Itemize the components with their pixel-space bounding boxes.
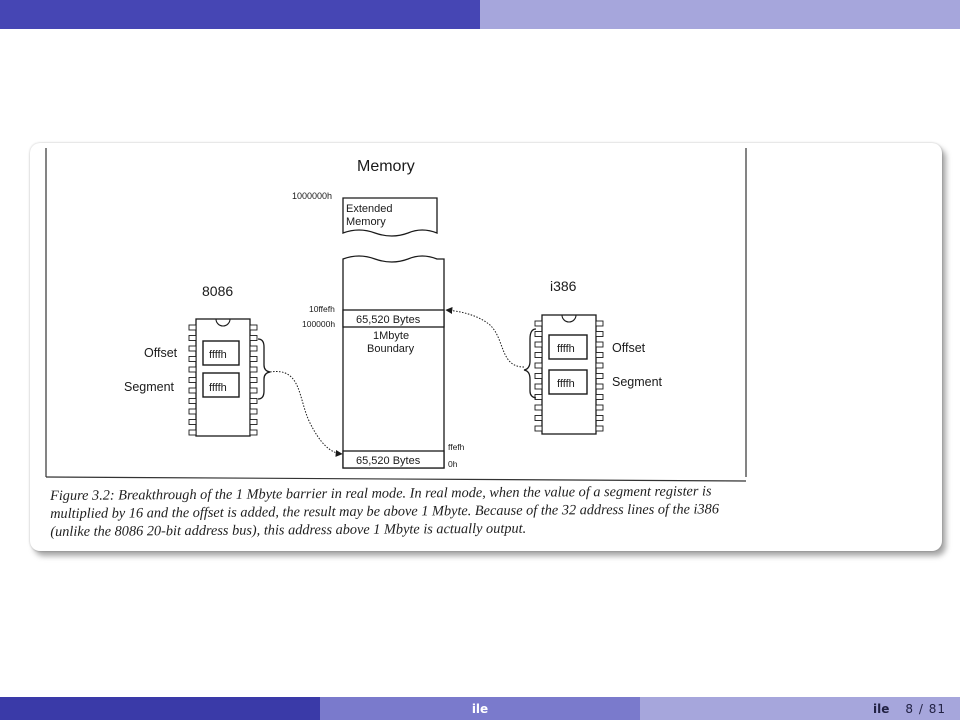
chip-pin — [534, 331, 543, 337]
address-10ffefh: 10ffefh — [309, 304, 335, 314]
cpu-8086-label: 8086 — [202, 283, 233, 299]
chip-pin — [534, 320, 543, 327]
chip-i386-right-pins — [595, 320, 604, 432]
chip-pin — [595, 373, 604, 379]
chip-pin — [249, 356, 258, 362]
offset-label-8086: Offset — [144, 346, 178, 360]
segment-label-i386: Segment — [612, 375, 663, 389]
chip-pin — [534, 362, 543, 369]
chip-pin — [249, 387, 258, 394]
chip-pin — [595, 362, 604, 369]
address-0h: 0h — [448, 459, 458, 469]
chip-8086-right-pins — [249, 324, 258, 436]
page-number[interactable]: 8 / 81 — [905, 701, 946, 716]
footer-left-band — [0, 697, 320, 720]
chip-pin — [249, 345, 258, 352]
footer-bar: ile ile 8 / 81 — [0, 697, 960, 720]
chip-pin — [249, 377, 258, 383]
chip-pin — [249, 335, 258, 341]
chip-pin — [249, 429, 258, 436]
chip-pin — [188, 345, 197, 352]
chip-i386-left-pins — [534, 320, 543, 432]
lower-block-label: 65,520 Bytes — [356, 455, 421, 467]
segment-label-8086: Segment — [124, 380, 175, 394]
brace-i386 — [523, 328, 537, 399]
chip-pin — [595, 404, 604, 411]
memory-title: Memory — [357, 158, 415, 175]
segment-register-8086: ffffh — [209, 382, 227, 394]
offset-label-i386: Offset — [612, 341, 646, 355]
chip-pin — [534, 373, 543, 379]
lower-65520-block — [342, 450, 445, 469]
header-left-band — [0, 0, 480, 29]
boundary-label-2: Boundary — [367, 343, 415, 355]
footer-center-title: ile — [471, 701, 489, 716]
address-100000h: 100000h — [302, 319, 335, 329]
chip-8086 — [188, 318, 258, 437]
chip-i386 — [534, 314, 604, 435]
footer-right-band: ile 8 / 81 — [640, 697, 960, 720]
extended-label-1: Extended — [346, 203, 392, 215]
chip-pin — [534, 352, 543, 358]
chip-pin — [188, 335, 197, 341]
address-ffefh: ffefh — [448, 442, 465, 452]
chip-pin — [595, 320, 604, 327]
chip-pin — [188, 356, 197, 362]
memory-diagram: Memory Extended Memory 1000000h 65,520 B… — [45, 148, 747, 482]
brace-8086 — [257, 338, 271, 400]
memory-column — [342, 255, 445, 469]
upper-block-label: 65,520 Bytes — [356, 314, 421, 326]
figure-card: Memory Extended Memory 1000000h 65,520 B… — [30, 143, 942, 551]
chip-pin — [188, 408, 197, 415]
chip-pin — [534, 404, 543, 411]
chip-pin — [595, 394, 604, 400]
chip-pin — [595, 425, 604, 432]
offset-register-8086: ffffh — [209, 349, 227, 361]
header-right-band — [480, 0, 960, 29]
chip-pin — [188, 387, 197, 394]
upper-65520-block — [342, 309, 445, 328]
chip-pin — [534, 394, 543, 400]
chip-pin — [188, 324, 197, 331]
chip-pin — [595, 352, 604, 358]
extended-label-2: Memory — [346, 216, 386, 228]
cpu-i386-label: i386 — [550, 278, 577, 294]
chip-pin — [188, 419, 197, 425]
chip-pin — [249, 324, 258, 331]
chip-pin — [534, 415, 543, 421]
chip-pin — [188, 377, 197, 383]
chip-pin — [595, 415, 604, 421]
arrow-i386-to-high-memory — [445, 306, 525, 368]
chip-pin — [249, 366, 258, 373]
address-1000000h: 1000000h — [292, 191, 332, 201]
chip-pin — [534, 425, 543, 432]
chip-pin — [188, 366, 197, 373]
chip-pin — [595, 331, 604, 337]
top-header-bar — [0, 0, 960, 29]
chip-8086-left-pins — [188, 324, 197, 436]
boundary-label-1: 1Mbyte — [373, 330, 409, 342]
arrow-8086-to-low-memory — [269, 371, 343, 457]
chip-pin — [595, 383, 604, 390]
chip-pin — [249, 398, 258, 404]
offset-register-i386: ffffh — [557, 343, 575, 355]
chip-pin — [534, 341, 543, 348]
chip-pin — [188, 429, 197, 436]
chip-pin — [595, 341, 604, 348]
chip-pin — [188, 398, 197, 404]
figure-caption: Figure 3.2: Breakthrough of the 1 Mbyte … — [50, 482, 750, 541]
footer-right-title: ile — [873, 701, 890, 716]
chip-pin — [249, 408, 258, 415]
chip-pin — [534, 383, 543, 390]
segment-register-i386: ffffh — [557, 378, 575, 390]
chip-pin — [249, 419, 258, 425]
footer-center-band: ile — [320, 697, 640, 720]
scan-bottom-border — [45, 476, 747, 482]
extended-memory-block — [342, 197, 438, 237]
